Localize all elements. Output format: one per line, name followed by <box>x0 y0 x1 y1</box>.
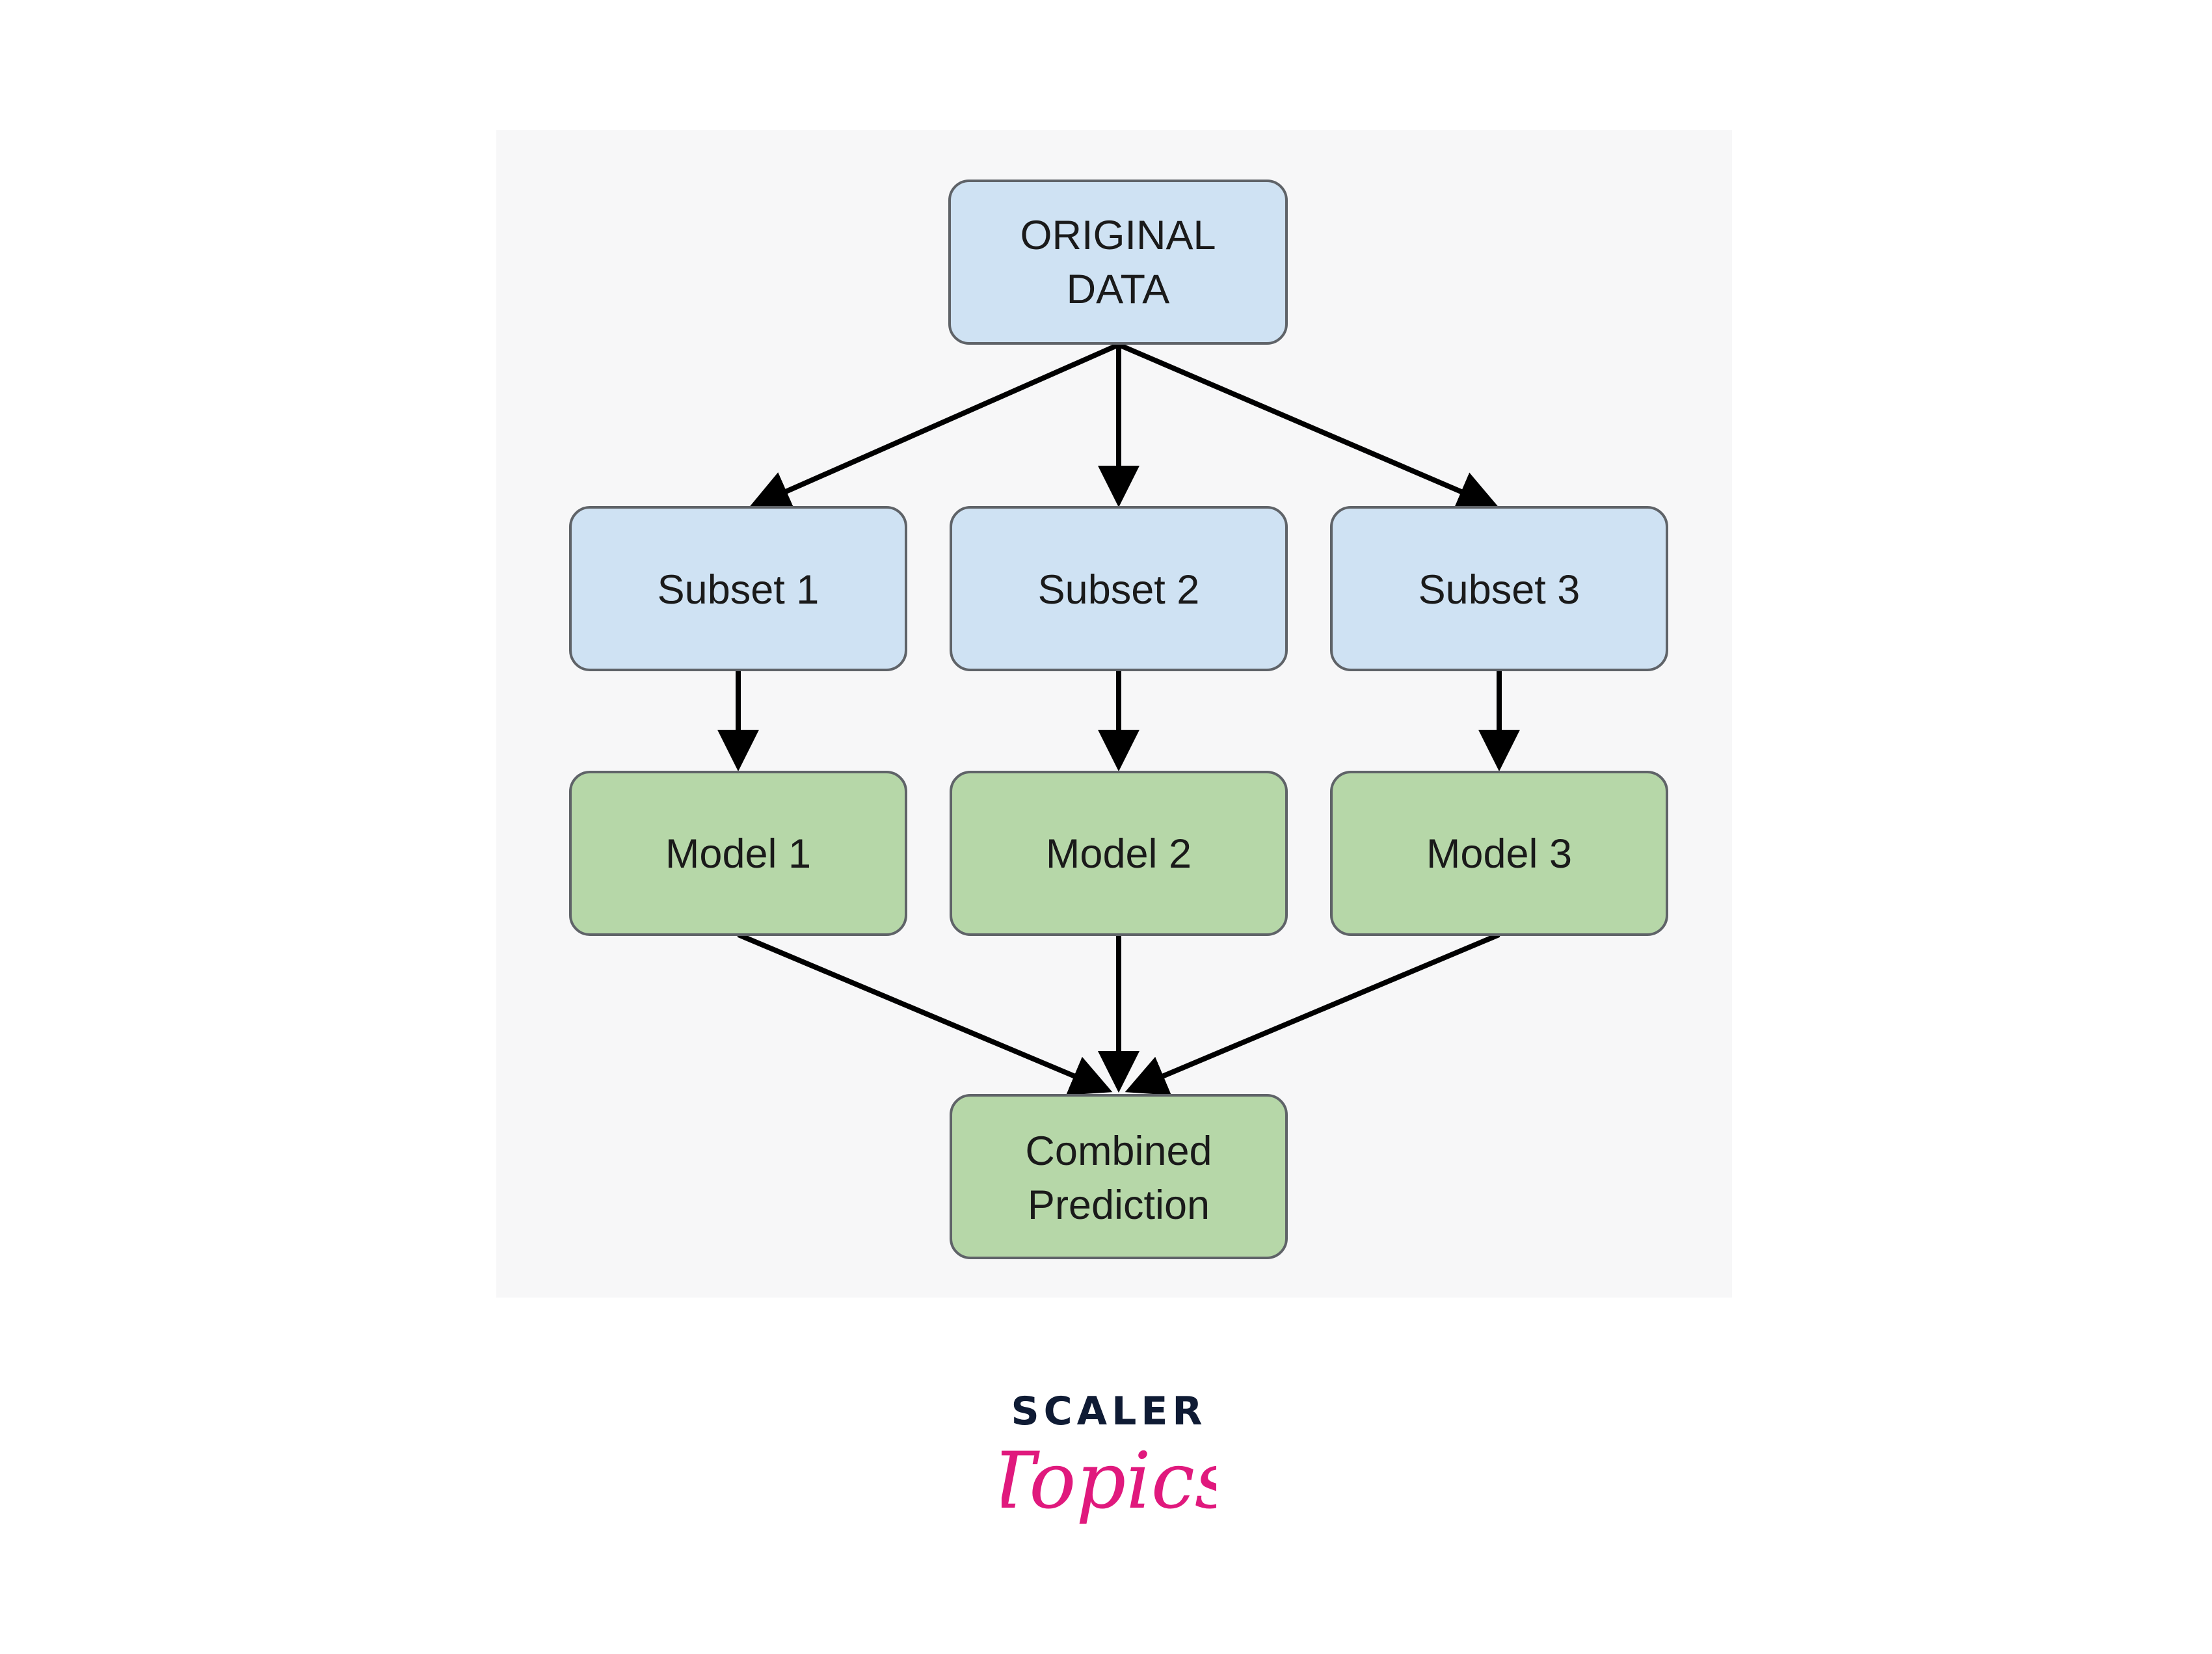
arrow-model-1-to-combined <box>737 932 1113 1095</box>
logo-topics-text: Topics <box>1002 1436 1216 1527</box>
arrow-original-to-subset-3 <box>1117 342 1500 511</box>
node-label: Model 2 <box>1046 831 1192 877</box>
node-label-line-1: ORIGINAL <box>1020 213 1216 258</box>
node-label-line-1: Combined <box>1025 1128 1212 1174</box>
node-label: Subset 3 <box>1419 567 1580 613</box>
logo-scaler-text: SCALER <box>1011 1389 1206 1434</box>
node-box <box>950 506 1288 671</box>
node-label: Subset 1 <box>658 567 820 613</box>
arrows <box>717 342 1520 1095</box>
node-label: Subset 2 <box>1038 567 1200 613</box>
node-subset-2: Subset 2 <box>950 506 1288 671</box>
node-box <box>569 506 907 671</box>
node-subset-3: Subset 3 <box>1330 506 1668 671</box>
node-box <box>1330 506 1668 671</box>
node-original-data: ORIGINAL DATA <box>948 180 1288 345</box>
node-combined-prediction: Combined Prediction <box>950 1094 1288 1259</box>
node-label-line-2: DATA <box>1067 267 1170 312</box>
node-label: Model 1 <box>665 831 811 877</box>
node-box <box>948 180 1288 345</box>
node-box <box>1330 771 1668 936</box>
node-label-line-2: Prediction <box>1028 1182 1210 1228</box>
arrow-model-3-to-combined <box>1125 932 1500 1095</box>
node-model-1: Model 1 <box>569 771 907 936</box>
node-label: Model 3 <box>1426 831 1572 877</box>
node-box <box>950 1094 1288 1259</box>
node-box <box>950 771 1288 936</box>
node-subset-1: Subset 1 <box>569 506 907 671</box>
node-box <box>569 771 907 936</box>
node-model-2: Model 2 <box>950 771 1288 936</box>
arrow-original-to-subset-1 <box>748 342 1120 511</box>
scaler-topics-logo: SCALER Topics <box>1002 1389 1216 1527</box>
node-model-3: Model 3 <box>1330 771 1668 936</box>
